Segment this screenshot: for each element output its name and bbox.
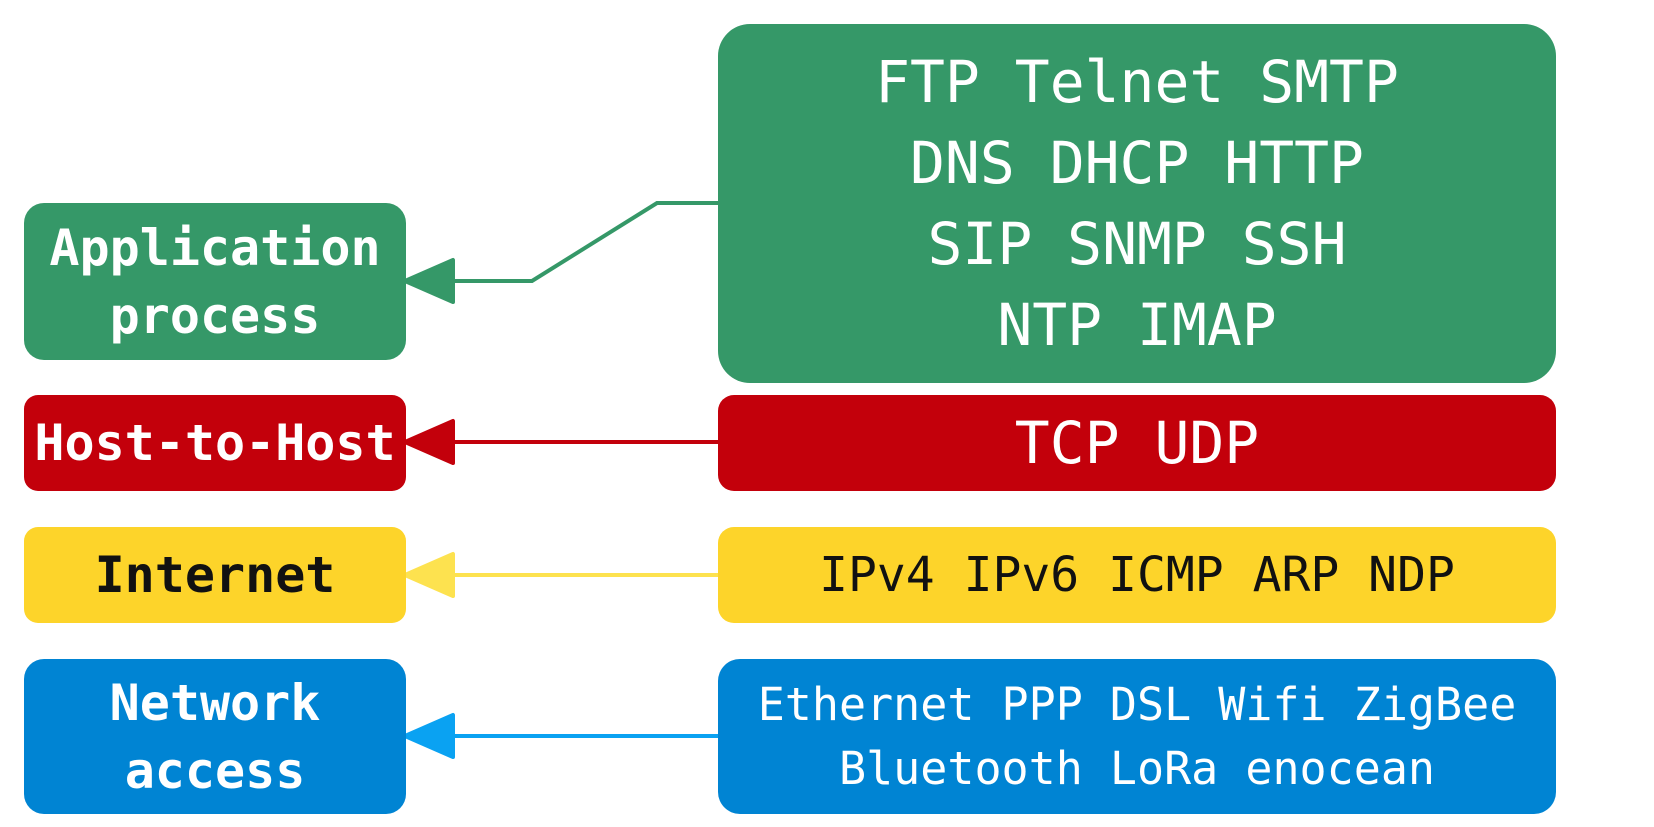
application-protocols-line3: SIP SNMP SSH: [927, 209, 1347, 278]
transport-protocols: TCP UDP: [718, 395, 1556, 491]
internet-layer: Internet: [24, 527, 406, 623]
network-protocols-line1: Ethernet PPP DSL Wifi ZigBee: [757, 677, 1517, 731]
application-protocols-line4: NTP IMAP: [997, 290, 1277, 359]
network-layer: Network access: [24, 659, 406, 814]
application-layer-line1: Application: [49, 218, 381, 277]
internet-arrow: [403, 552, 718, 598]
application-protocols-line1: FTP Telnet SMTP: [875, 47, 1399, 116]
internet-protocols-line1: IPv4 IPv6 ICMP ARP NDP: [819, 547, 1455, 603]
application-arrow: [403, 201, 718, 304]
network-layer-line2: access: [124, 741, 306, 800]
transport-protocols-line1: TCP UDP: [1014, 409, 1260, 477]
transport-layer-label: Host-to-Host: [34, 414, 396, 472]
network-arrow: [403, 713, 718, 759]
transport-arrow: [403, 419, 718, 465]
application-protocols-line2: DNS DHCP HTTP: [910, 128, 1364, 197]
internet-layer-label: Internet: [94, 546, 336, 604]
application-layer-line2: process: [109, 286, 321, 345]
transport-layer: Host-to-Host: [24, 395, 406, 491]
internet-protocols: IPv4 IPv6 ICMP ARP NDP: [718, 527, 1556, 623]
application-protocols: FTP Telnet SMTP DNS DHCP HTTP SIP SNMP S…: [718, 24, 1556, 383]
network-layer-line1: Network: [109, 673, 321, 732]
network-protocols: Ethernet PPP DSL Wifi ZigBee Bluetooth L…: [718, 659, 1556, 814]
application-layer: Application process: [24, 203, 406, 360]
network-protocols-line2: Bluetooth LoRa enocean: [838, 741, 1436, 795]
